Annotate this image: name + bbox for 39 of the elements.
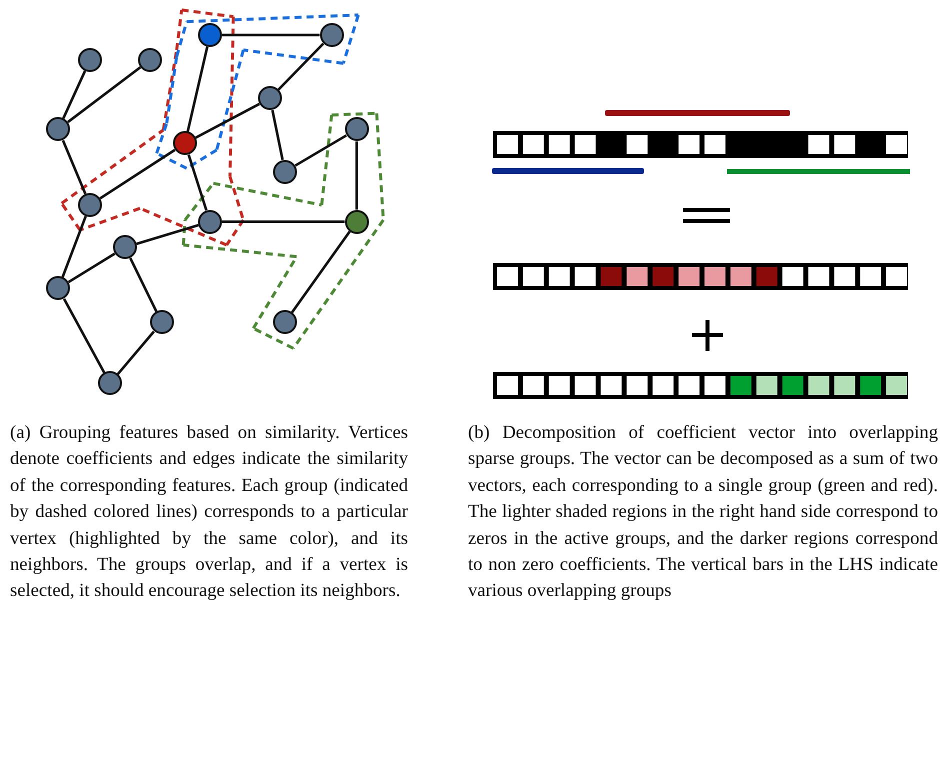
vertex-circle [46,117,70,142]
graph-edge [186,46,209,132]
vertex-circle [273,310,297,334]
graph-edge [61,216,87,278]
graph-edge [294,134,347,167]
graph-edge [277,42,324,91]
vertex-circle [113,235,137,260]
graph-edge [62,70,86,119]
vertex-circle [138,48,162,72]
graph-edge [195,102,260,139]
graph-edge [271,110,284,160]
vertex-circle [150,310,174,334]
vertex-circle [198,210,222,234]
vertex-circle [198,23,222,47]
graph-edge [67,66,142,124]
graph-edge [222,220,345,223]
vertex-circle [46,276,70,300]
graph-edge [62,140,87,194]
vertex-circle [78,193,102,217]
graph-edge [290,230,351,314]
vertex-circle [344,117,369,142]
figure-caption: (a) Grouping features based on similarity. Vertices denote coefficients and edges indicate the similarity of the corresponding features. Each group (indicated by dashed colored lines) corresponds to a particular vertex (highlighted by the same color), and its neighbors. The groups overlap, and if a vertex is selected, it should encourage selection its neighbors. [10,421,408,604]
vertex-circle [320,23,344,47]
vertex-circle [273,160,297,184]
vertex-circle [98,371,122,396]
graph-edge [116,330,155,376]
graph-edge [68,252,116,284]
graph-edge [187,154,208,211]
graph-edge [99,148,176,200]
graph-edge [62,298,106,374]
graph-edge [129,258,158,312]
vertex-circle [344,210,369,234]
graph-edge [355,141,358,210]
vertex-circle [258,86,282,110]
vertex-circle [173,131,197,156]
graph-edge [222,34,320,36]
graph-edge [136,224,199,246]
vertex-circle [78,48,102,72]
figure-caption: (b) Decomposition of coefficient vector into overlapping sparse groups. The vector can be decomposed as a sum of two vectors, each corresponding to a single group (green and red). The lighter shaded regions in the right hand side correspond to zeros in the active groups, and the darker regions correspond to non zero coefficients. The vertical bars in the LHS indicate various overlapping groups [468,421,938,604]
